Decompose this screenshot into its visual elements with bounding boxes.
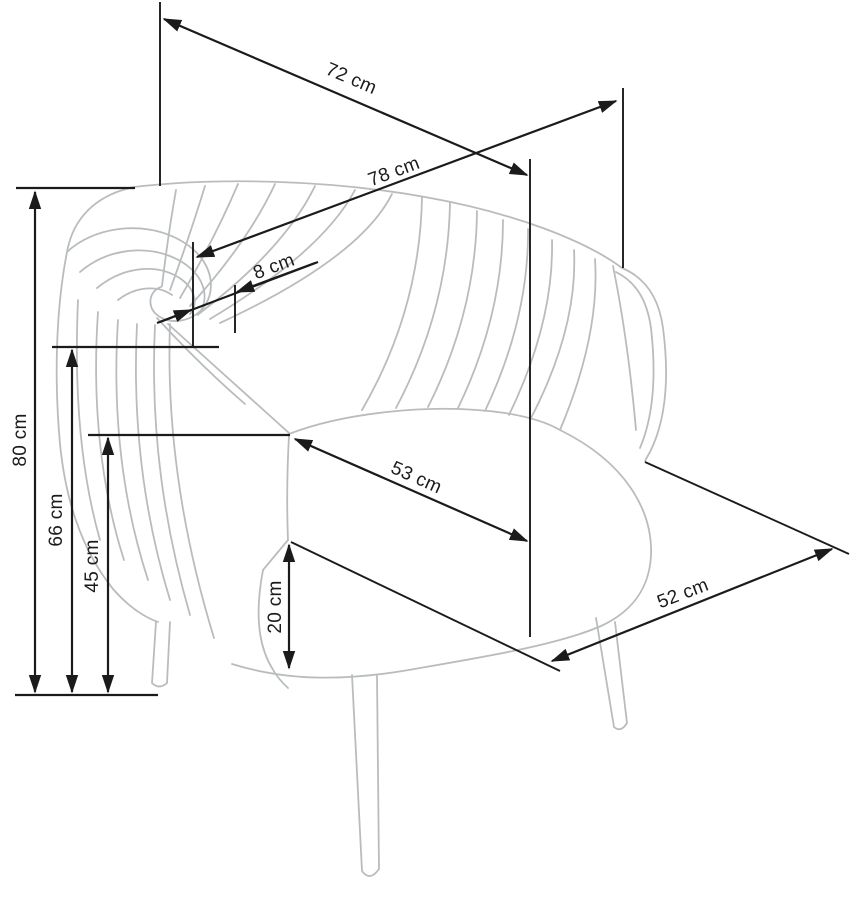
- dimension-arrow-8cm-right: [235, 261, 316, 294]
- chair-drawing: [55, 180, 667, 877]
- dimension-53cm: 53 cm: [293, 437, 529, 543]
- body-channel-lines-left: [75, 299, 215, 639]
- dimension-label-80cm: 80 cm: [10, 413, 31, 466]
- dimension-label-20cm: 20 cm: [265, 580, 286, 633]
- dimension-80cm: 80 cm: [10, 190, 42, 694]
- backrest-outline: [55, 180, 667, 623]
- dimension-72cm: 72 cm: [162, 17, 529, 177]
- dimension-20cm: 20 cm: [265, 543, 296, 670]
- dimension-66cm: 66 cm: [46, 348, 79, 694]
- dimension-label-78cm: 78 cm: [365, 153, 422, 191]
- extension-line-seat-right: [644, 461, 850, 555]
- dimension-label-72cm: 72 cm: [323, 59, 380, 99]
- dimension-label-66cm: 66 cm: [46, 493, 67, 546]
- backrest-channel-lines-right: [361, 196, 637, 431]
- extension-line-seat-front-left: [290, 541, 561, 672]
- dimension-line-52cm: [550, 547, 834, 663]
- dimension-label-45cm: 45 cm: [82, 539, 103, 592]
- dimension-45cm: 45 cm: [82, 436, 115, 694]
- extension-lines: [15, 2, 850, 697]
- dimension-line-72cm: [162, 17, 529, 177]
- seat-outline: [156, 317, 652, 689]
- dimension-arrow-8cm-left: [159, 308, 193, 324]
- arm-scroll: [66, 227, 212, 322]
- dimension-line-78cm: [195, 99, 618, 259]
- dimension-52cm: 52 cm: [550, 547, 834, 663]
- chair-legs: [151, 617, 628, 877]
- dimension-line-53cm: [293, 437, 529, 543]
